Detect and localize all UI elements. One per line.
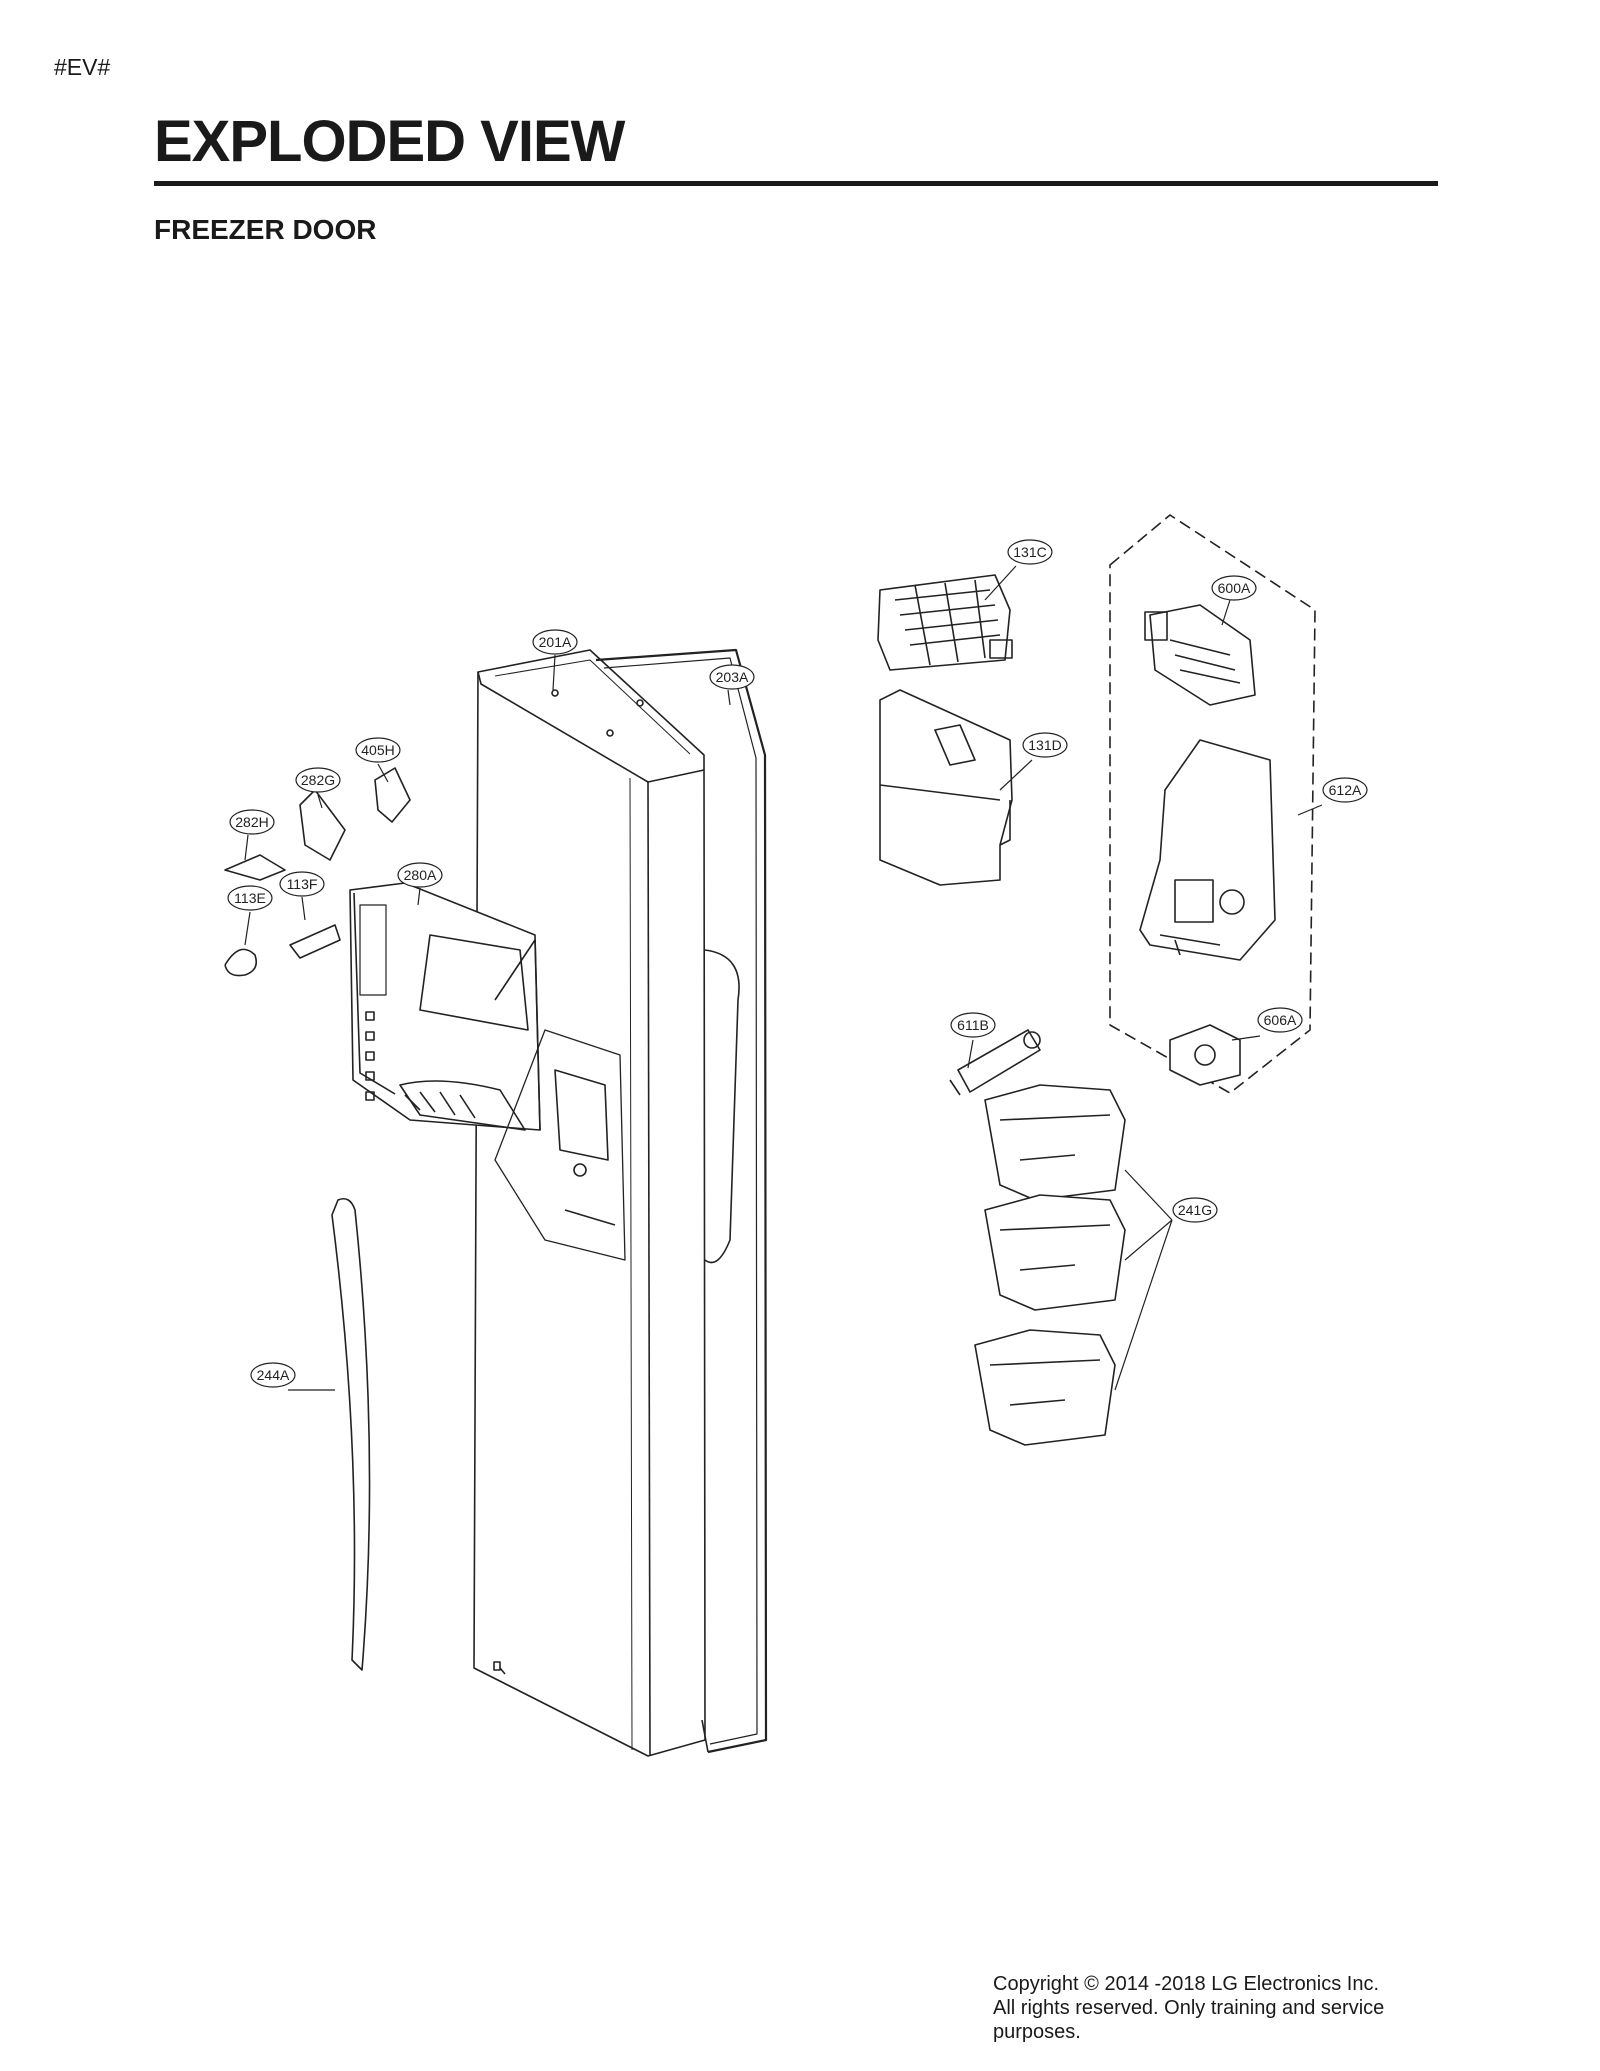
ice-bin	[879, 689, 1013, 886]
callout-label: 282G	[301, 772, 335, 788]
callout-label: 131C	[1013, 544, 1046, 560]
icemaker	[1144, 604, 1256, 706]
callout-612a: 612A	[1322, 777, 1368, 803]
callout-113e: 113E	[227, 885, 273, 911]
page-title: EXPLODED VIEW	[154, 109, 625, 174]
small-parts	[224, 767, 411, 977]
title-rule	[154, 181, 1438, 186]
callout-244a: 244A	[250, 1362, 296, 1388]
door-gasket	[595, 648, 768, 1754]
callout-label: 606A	[1264, 1012, 1297, 1028]
callout-label: 600A	[1218, 580, 1251, 596]
callout-280a: 280A	[397, 862, 443, 888]
callout-606a: 606A	[1257, 1007, 1303, 1033]
leader-lines	[244, 565, 1323, 1391]
callout-113f: 113F	[279, 871, 325, 897]
copyright-line: purposes.	[993, 2021, 1081, 2043]
section-subtitle: FREEZER DOOR	[154, 214, 377, 245]
callout-label: 280A	[404, 867, 437, 883]
copyright-line: Copyright © 2014 -2018 LG Electronics In…	[993, 1973, 1380, 1995]
callout-201a: 201A	[532, 629, 578, 655]
callout-282h: 282H	[229, 809, 275, 835]
callout-label: 612A	[1329, 782, 1362, 798]
auger-motor	[1169, 1024, 1241, 1086]
callout-611b: 611B	[950, 1012, 996, 1038]
dispenser-recess	[494, 1029, 626, 1261]
icemaker-assembly-outline	[1109, 514, 1316, 1094]
callout-label: 113E	[234, 890, 266, 906]
door-bin-2	[984, 1194, 1126, 1311]
callout-600a: 600A	[1211, 575, 1257, 601]
door-handle	[331, 1197, 371, 1671]
door-bin-3	[974, 1329, 1116, 1446]
solenoid	[949, 1029, 1041, 1096]
callout-282g: 282G	[295, 767, 341, 793]
icemaker-housing	[1139, 739, 1276, 961]
copyright-notice: Copyright © 2014 -2018 LG Electronics In…	[993, 1972, 1473, 2044]
callout-131d: 131D	[1022, 732, 1068, 758]
callout-241g: 241G	[1172, 1197, 1218, 1223]
callout-label: 405H	[361, 742, 394, 758]
callout-label: 611B	[957, 1017, 989, 1033]
door-bin-1	[984, 1084, 1126, 1201]
callout-label: 201A	[539, 634, 572, 650]
callout-label: 241G	[1178, 1202, 1212, 1218]
callout-131c: 131C	[1007, 539, 1053, 565]
copyright-line: All rights reserved. Only training and s…	[993, 1997, 1385, 2019]
freezer-door-panel	[473, 649, 706, 1757]
document-tag: #EV#	[54, 54, 111, 80]
door-side-hump	[704, 949, 740, 1264]
callout-label: 282H	[235, 814, 268, 830]
dispenser-housing	[349, 882, 541, 1131]
callout-label: 113F	[287, 876, 318, 892]
callout-label: 131D	[1028, 737, 1061, 753]
callout-203a: 203A	[709, 664, 755, 690]
callout-405h: 405H	[355, 737, 401, 763]
callout-label: 244A	[257, 1367, 290, 1383]
callout-label: 203A	[716, 669, 749, 685]
ice-bin-cover	[877, 574, 1013, 671]
